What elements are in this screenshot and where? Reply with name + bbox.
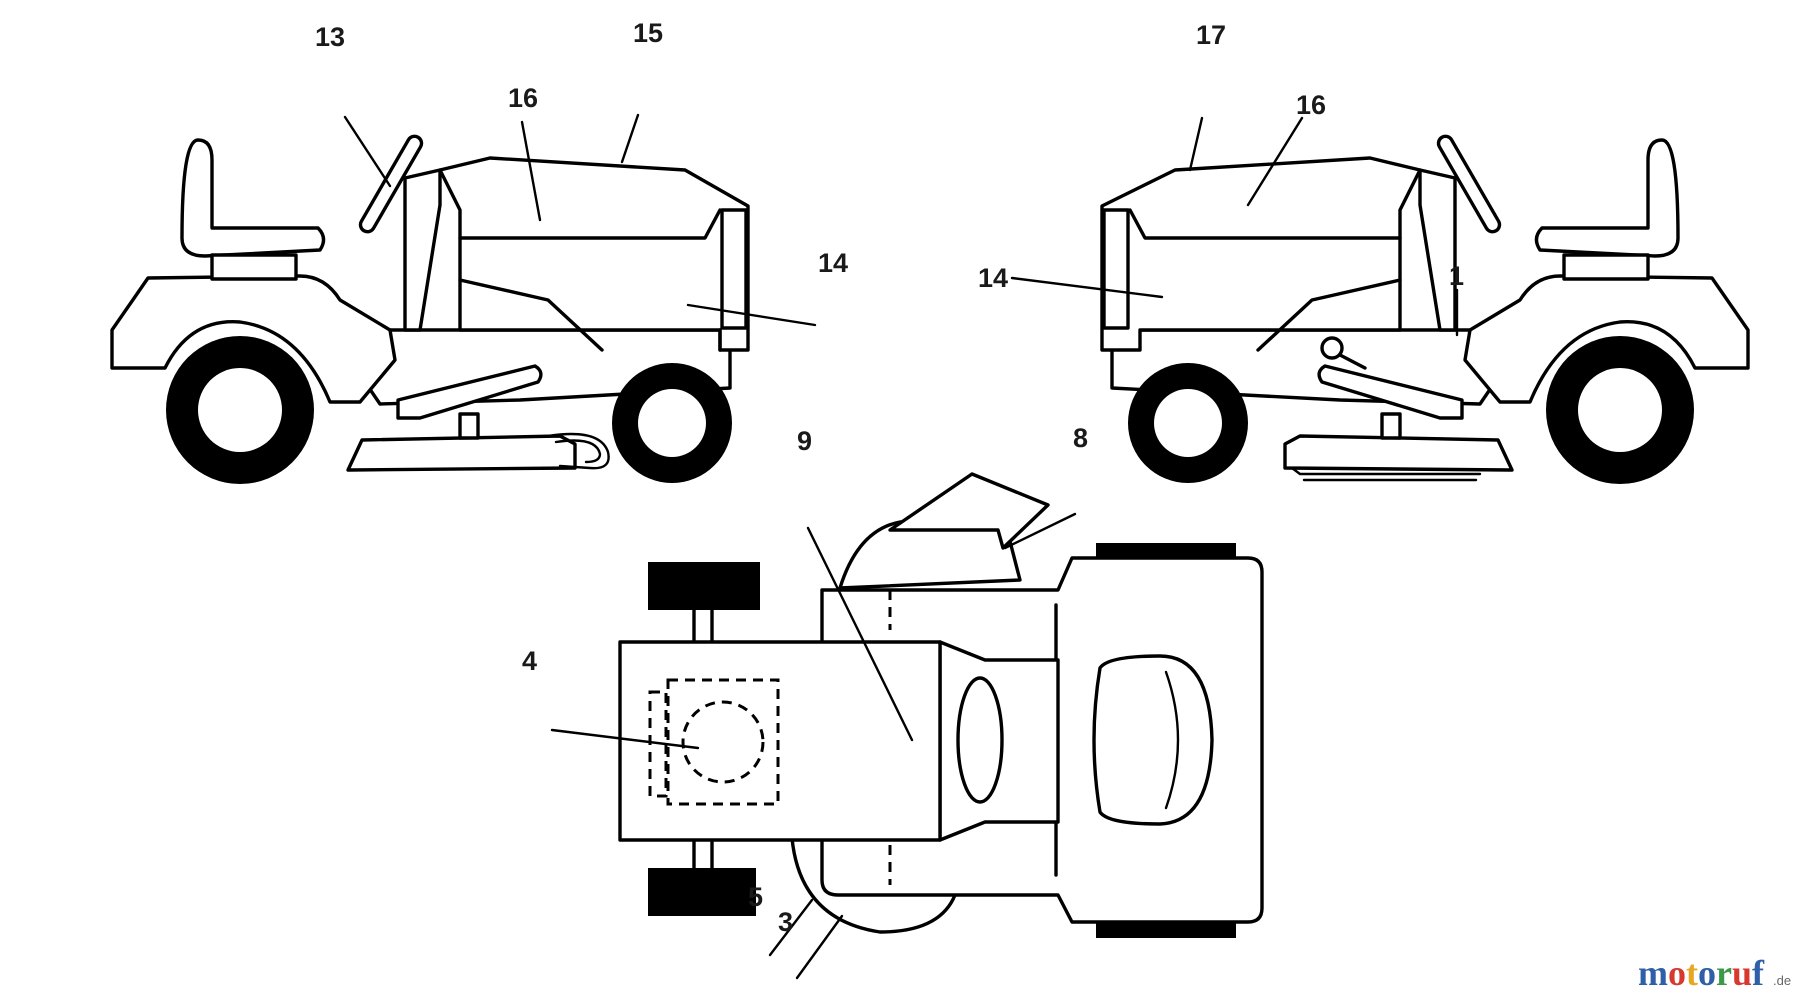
discharge-chute-top (888, 472, 1050, 550)
tractor-left-side-view (110, 113, 817, 484)
deck-discharge-chute-left (546, 432, 610, 470)
rear-fender-left (110, 274, 397, 404)
grille-left (720, 208, 748, 330)
watermark-brand: motoruf (1638, 953, 1765, 993)
mower-deck-left (346, 434, 577, 472)
callout-16-right: 16 (1296, 90, 1326, 120)
tractor-top-view (550, 472, 1264, 980)
tractor-right-side-view (1100, 134, 1750, 484)
seat-back-right (1534, 138, 1680, 258)
leader-lines-top (550, 526, 914, 980)
hood-right (1100, 156, 1422, 352)
air-filter-outline (681, 700, 765, 784)
front-wheel-top-upper (648, 562, 760, 610)
hood-left (438, 156, 750, 352)
seat-top (1092, 654, 1214, 826)
callout-9: 9 (797, 426, 812, 456)
callout-4: 4 (522, 646, 537, 676)
deck-hanger (458, 412, 480, 440)
watermark-letter: f (1752, 953, 1765, 993)
callout-5: 5 (748, 882, 763, 912)
callout-17: 17 (1196, 20, 1226, 50)
callout-3: 3 (778, 907, 793, 937)
callout-labels: 13 15 16 14 17 16 14 1 8 9 4 5 3 (315, 18, 1464, 937)
steering-wheel-top (956, 676, 1004, 804)
watermark-letter: t (1686, 953, 1698, 993)
steering-wheel-right (1436, 134, 1502, 234)
leader-lines-right (1010, 116, 1459, 337)
callout-13: 13 (315, 22, 345, 52)
callout-16-left: 16 (508, 83, 538, 113)
watermark-letter: o (1668, 953, 1686, 993)
deck-top-upper (838, 520, 1022, 590)
hood-top (618, 640, 942, 842)
callout-15: 15 (633, 18, 663, 48)
pedal-right (1317, 364, 1464, 420)
engine-outline (666, 678, 780, 806)
leader-lines-left (343, 113, 817, 327)
watermark-letter: m (1638, 953, 1668, 993)
pedal-left (396, 364, 543, 420)
watermark-logo: motoruf .de (1638, 953, 1791, 993)
seat-post-left (210, 253, 298, 281)
front-wheel-top-lower (648, 868, 756, 916)
lever-knob-right (1320, 336, 1344, 360)
rear-fender-right (1463, 274, 1750, 404)
callout-14-right: 14 (978, 263, 1008, 293)
callout-1: 1 (1449, 261, 1464, 291)
callout-8: 8 (1073, 423, 1088, 453)
watermark-letter: o (1698, 953, 1716, 993)
seat-back-left (180, 138, 326, 258)
watermark-letter: r (1716, 953, 1732, 993)
mower-deck-right (1283, 434, 1514, 472)
steering-wheel-left (358, 134, 424, 234)
watermark-letter: u (1732, 953, 1752, 993)
steering-column-left (403, 168, 442, 332)
callout-14-left: 14 (818, 248, 848, 278)
watermark-suffix: .de (1773, 973, 1791, 988)
